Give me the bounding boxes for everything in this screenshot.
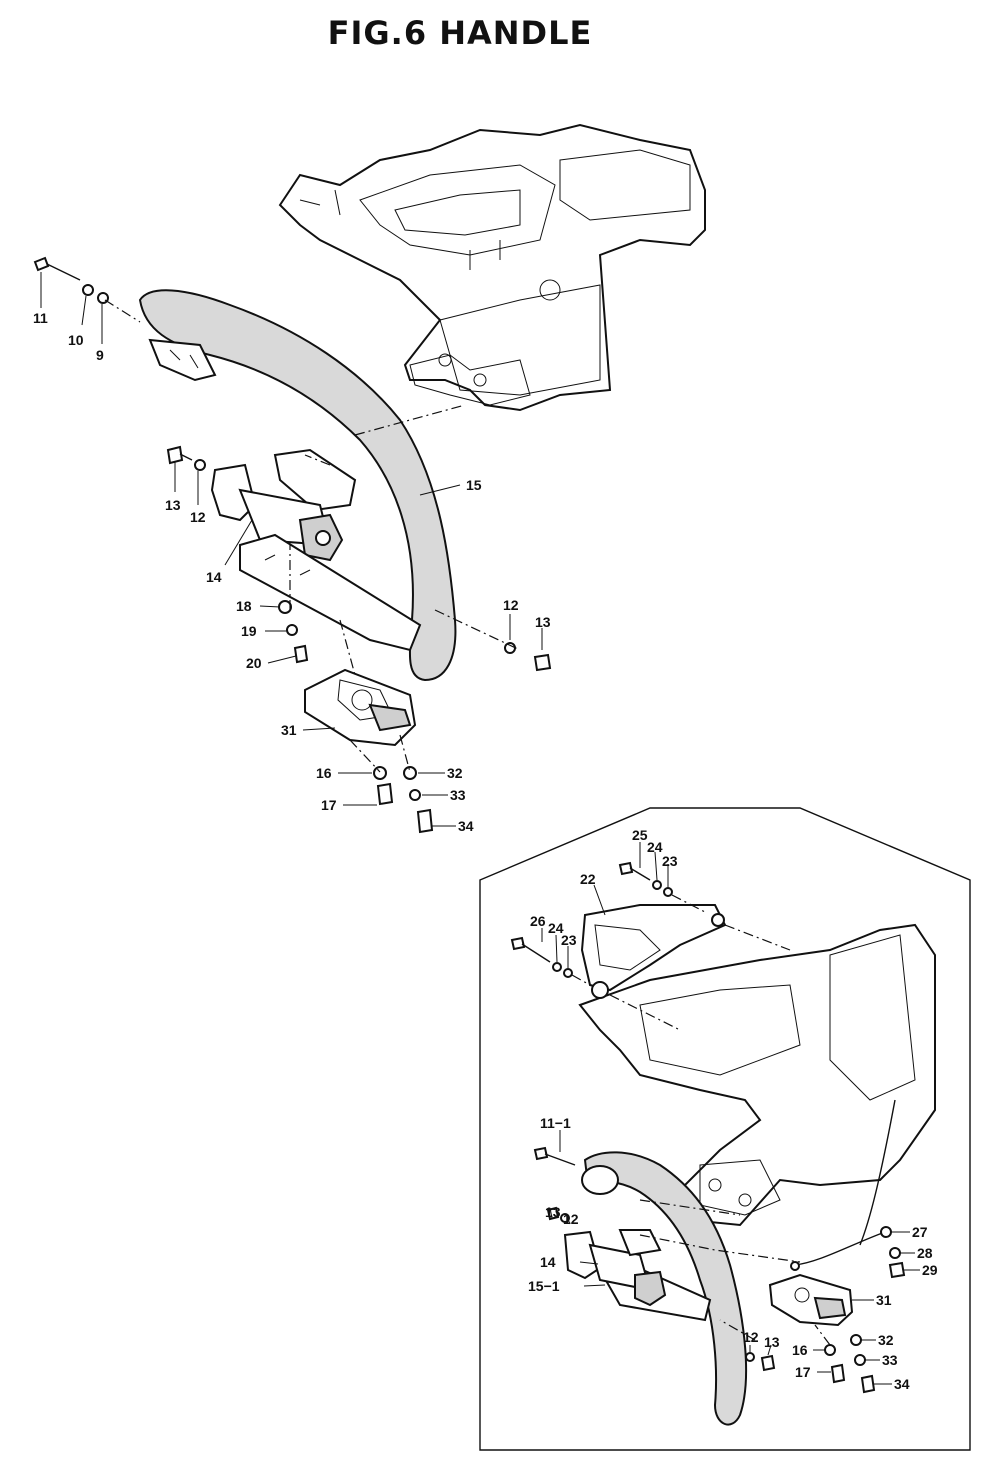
callout-12-inset: 12 xyxy=(563,1211,579,1227)
inset-anti-vibration-base xyxy=(768,1273,854,1327)
handle-bracket xyxy=(148,338,217,382)
callout-13-inset: 13 xyxy=(545,1204,561,1220)
callout-labels-inset: 25 24 23 22 26 24 23 11−1 13 12 14 15−1 … xyxy=(528,827,938,1392)
housing-frame xyxy=(278,123,706,412)
callout-13b-inset: 13 xyxy=(764,1334,780,1350)
callout-24b: 24 xyxy=(548,920,564,936)
callout-13: 13 xyxy=(165,497,181,513)
callout-13b: 13 xyxy=(535,614,551,630)
callout-14: 14 xyxy=(206,569,222,585)
leader-lines-main xyxy=(40,272,543,827)
fasteners-inset xyxy=(510,861,906,1394)
callout-17: 17 xyxy=(321,797,337,813)
inset-frame xyxy=(479,807,971,1451)
callout-15: 15 xyxy=(466,477,482,493)
anti-vibration-base xyxy=(304,668,417,747)
callout-22: 22 xyxy=(580,871,596,887)
callout-26: 26 xyxy=(530,913,546,929)
callout-labels-main: 11 10 9 13 12 14 15 18 19 20 12 13 31 16… xyxy=(33,310,551,834)
callout-11: 11 xyxy=(33,310,48,326)
callout-28: 28 xyxy=(917,1245,933,1261)
callout-9: 9 xyxy=(96,347,104,363)
callout-12b-inset: 12 xyxy=(743,1329,759,1345)
figure-title: FIG.6 HANDLE xyxy=(327,14,593,52)
handle-plate xyxy=(239,533,422,652)
callout-17-inset: 17 xyxy=(795,1364,811,1380)
handle-cover xyxy=(580,904,727,992)
handle-bar xyxy=(138,289,457,682)
callout-12: 12 xyxy=(190,509,206,525)
ground-wire xyxy=(794,1231,886,1266)
callout-23a: 23 xyxy=(662,853,678,869)
inset-rubber-mount-bracket xyxy=(563,1229,667,1307)
callout-24a: 24 xyxy=(647,839,663,855)
callout-27: 27 xyxy=(912,1224,928,1240)
inset-housing-frame xyxy=(578,923,936,1246)
callout-32: 32 xyxy=(447,765,463,781)
callout-34-inset: 34 xyxy=(894,1376,910,1392)
callout-15-1: 15−1 xyxy=(528,1278,560,1294)
rubber-mount-bracket xyxy=(210,448,357,562)
callout-11-1: 11−1 xyxy=(540,1115,571,1131)
leader-lines-inset xyxy=(541,842,920,1385)
callout-23b: 23 xyxy=(561,932,577,948)
callout-31: 31 xyxy=(281,722,297,738)
callout-29: 29 xyxy=(922,1262,938,1278)
callout-12b: 12 xyxy=(503,597,519,613)
callout-16: 16 xyxy=(316,765,332,781)
callout-34: 34 xyxy=(458,818,474,834)
callout-32-inset: 32 xyxy=(878,1332,894,1348)
callout-31-inset: 31 xyxy=(876,1292,892,1308)
callout-33: 33 xyxy=(450,787,466,803)
callout-33-inset: 33 xyxy=(882,1352,898,1368)
callout-14-inset: 14 xyxy=(540,1254,556,1270)
callout-25: 25 xyxy=(632,827,648,843)
callout-19: 19 xyxy=(241,623,257,639)
assembly-lines-main xyxy=(104,299,521,773)
callout-10: 10 xyxy=(68,332,84,348)
assembly-lines-inset xyxy=(571,894,831,1346)
inset-handle-bar xyxy=(583,1151,748,1426)
callout-18: 18 xyxy=(236,598,252,614)
callout-16-inset: 16 xyxy=(792,1342,808,1358)
callout-20: 20 xyxy=(246,655,262,671)
